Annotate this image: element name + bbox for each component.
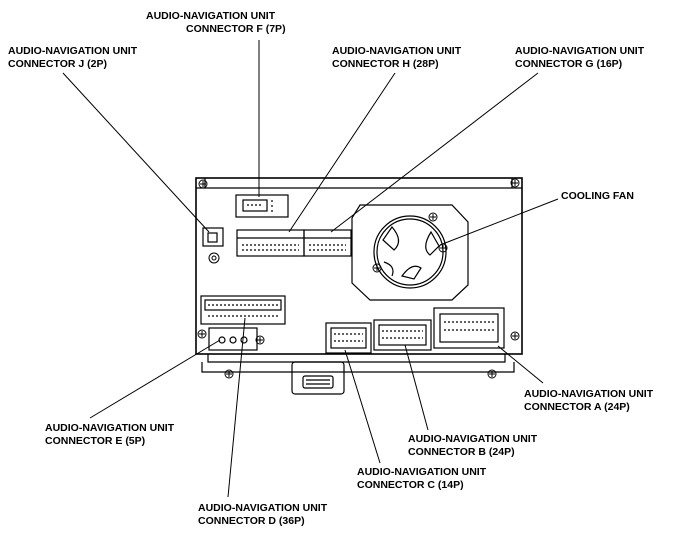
label-connector-j: AUDIO-NAVIGATION UNIT CONNECTOR J (2P) xyxy=(8,45,137,71)
label-connector-a-line2: CONNECTOR A (24P) xyxy=(524,401,630,413)
leader-c xyxy=(344,349,381,464)
label-connector-g: AUDIO-NAVIGATION UNIT CONNECTOR G (16P) xyxy=(515,45,644,71)
mounting-screws xyxy=(197,178,520,379)
label-connector-b-line1: AUDIO-NAVIGATION UNIT xyxy=(408,433,538,445)
leader-d xyxy=(227,317,246,498)
label-connector-f-line2: CONNECTOR F (7P) xyxy=(186,23,286,35)
connector-d-graphic xyxy=(200,295,286,325)
leader-fan xyxy=(439,198,559,246)
connector-c-graphic xyxy=(325,322,372,354)
label-connector-a: AUDIO-NAVIGATION UNIT CONNECTOR A (24P) xyxy=(524,388,653,414)
label-cooling-fan: COOLING FAN xyxy=(561,190,634,203)
label-connector-e: AUDIO-NAVIGATION UNIT CONNECTOR E (5P) xyxy=(45,422,174,448)
leader-g xyxy=(330,72,539,233)
label-connector-c-line1: AUDIO-NAVIGATION UNIT xyxy=(357,466,487,478)
leader-a xyxy=(497,345,544,384)
leader-h xyxy=(288,72,396,233)
leader-lines xyxy=(62,40,559,498)
label-connector-b: AUDIO-NAVIGATION UNIT CONNECTOR B (24P) xyxy=(408,433,537,459)
cooling-fan-graphic xyxy=(351,204,469,301)
label-connector-h: AUDIO-NAVIGATION UNIT CONNECTOR H (28P) xyxy=(332,45,461,71)
connector-f-graphic xyxy=(235,194,289,218)
label-connector-d-line2: CONNECTOR D (36P) xyxy=(198,515,305,527)
leader-e xyxy=(89,339,221,419)
label-connector-d: AUDIO-NAVIGATION UNIT CONNECTOR D (36P) xyxy=(198,502,327,528)
label-connector-h-line1: AUDIO-NAVIGATION UNIT xyxy=(332,45,462,57)
label-connector-c: AUDIO-NAVIGATION UNIT CONNECTOR C (14P) xyxy=(357,466,486,492)
label-connector-c-line2: CONNECTOR C (14P) xyxy=(357,479,464,491)
label-connector-f: AUDIO-NAVIGATION UNIT CONNECTOR F (7P) xyxy=(146,10,286,36)
connector-h-graphic xyxy=(236,229,305,257)
label-connector-e-line2: CONNECTOR E (5P) xyxy=(45,435,146,447)
unit-chassis xyxy=(195,177,523,395)
leader-b xyxy=(404,344,429,431)
label-connector-g-line2: CONNECTOR G (16P) xyxy=(515,58,623,70)
label-connector-j-line1: AUDIO-NAVIGATION UNIT xyxy=(8,45,138,57)
label-connector-a-line1: AUDIO-NAVIGATION UNIT xyxy=(524,388,654,400)
connector-j-graphic xyxy=(202,227,224,247)
connector-b-graphic xyxy=(373,319,432,351)
label-connector-g-line1: AUDIO-NAVIGATION UNIT xyxy=(515,45,645,57)
label-connector-b-line2: CONNECTOR B (24P) xyxy=(408,446,515,458)
label-connector-d-line1: AUDIO-NAVIGATION UNIT xyxy=(198,502,328,514)
label-connector-f-line1: AUDIO-NAVIGATION UNIT xyxy=(146,10,276,22)
label-connector-j-line2: CONNECTOR J (2P) xyxy=(8,58,107,70)
label-connector-h-line2: CONNECTOR H (28P) xyxy=(332,58,439,70)
label-cooling-fan-line1: COOLING FAN xyxy=(561,190,634,202)
connector-a-graphic xyxy=(433,307,505,349)
label-connector-e-line1: AUDIO-NAVIGATION UNIT xyxy=(45,422,175,434)
connector-g-graphic xyxy=(303,229,352,257)
leader-j xyxy=(62,72,210,233)
connector-e-graphic xyxy=(208,327,258,351)
